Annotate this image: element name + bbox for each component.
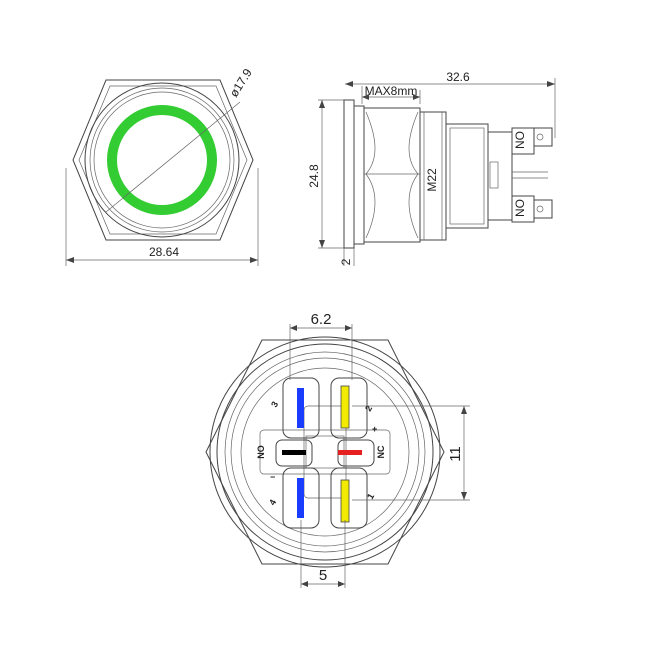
pin-4-contact [297, 478, 304, 518]
rear-bottom-dim-label: 5 [319, 567, 327, 584]
side-height-label: 24.8 [307, 164, 321, 188]
rear-top-dim-label: 6.2 [311, 311, 332, 328]
side-nut [363, 107, 421, 243]
led-ring [107, 105, 217, 215]
rear-hex-outline [205, 339, 445, 565]
front-diameter-label: ø17.9 [227, 66, 255, 100]
front-width-label: 28.64 [149, 245, 179, 259]
side-length-label: 32.6 [446, 70, 470, 84]
pin-2-housing [330, 377, 368, 439]
pin-1-housing [330, 467, 368, 529]
rear-side-dim-label: 11 [447, 446, 464, 462]
front-view: ø17.9 28.64 [65, 66, 259, 266]
pin-label-nc: NC [376, 445, 386, 458]
pin-label-4: 4 [267, 498, 278, 507]
pin-plus-contact [338, 450, 362, 455]
side-bezel [343, 99, 355, 249]
side-rear-housing [445, 123, 489, 229]
pin-label-2: 2 [363, 404, 374, 413]
pin-minus-contact [282, 450, 306, 455]
pin-label-1: 1 [365, 492, 376, 501]
pin-3-housing [282, 377, 320, 439]
side-thread-max-label: MAX8mm [365, 84, 418, 98]
pin-minus-housing [275, 439, 313, 467]
side-thread-label: M22 [425, 168, 439, 192]
pin-label-plus: + [372, 424, 377, 434]
side-base-label: 2 [339, 258, 353, 265]
terminal-top-label: NO [513, 131, 527, 149]
side-view: 32.6 MAX8mm 24.8 M22 [307, 70, 556, 266]
front-hex-outline [72, 79, 254, 241]
pin-label-3: 3 [269, 400, 280, 409]
pin-2-contact [340, 385, 350, 429]
pin-3-contact [297, 388, 304, 428]
rear-view: 3 2 4 1 NO NC + − 6.2 5 11 [205, 311, 470, 588]
pin-label-minus: − [270, 472, 275, 482]
front-bezel-outer [84, 82, 240, 238]
terminal-bottom-label: NO [513, 199, 527, 217]
pin-1-contact [340, 479, 350, 523]
pin-label-no: NO [256, 445, 266, 459]
